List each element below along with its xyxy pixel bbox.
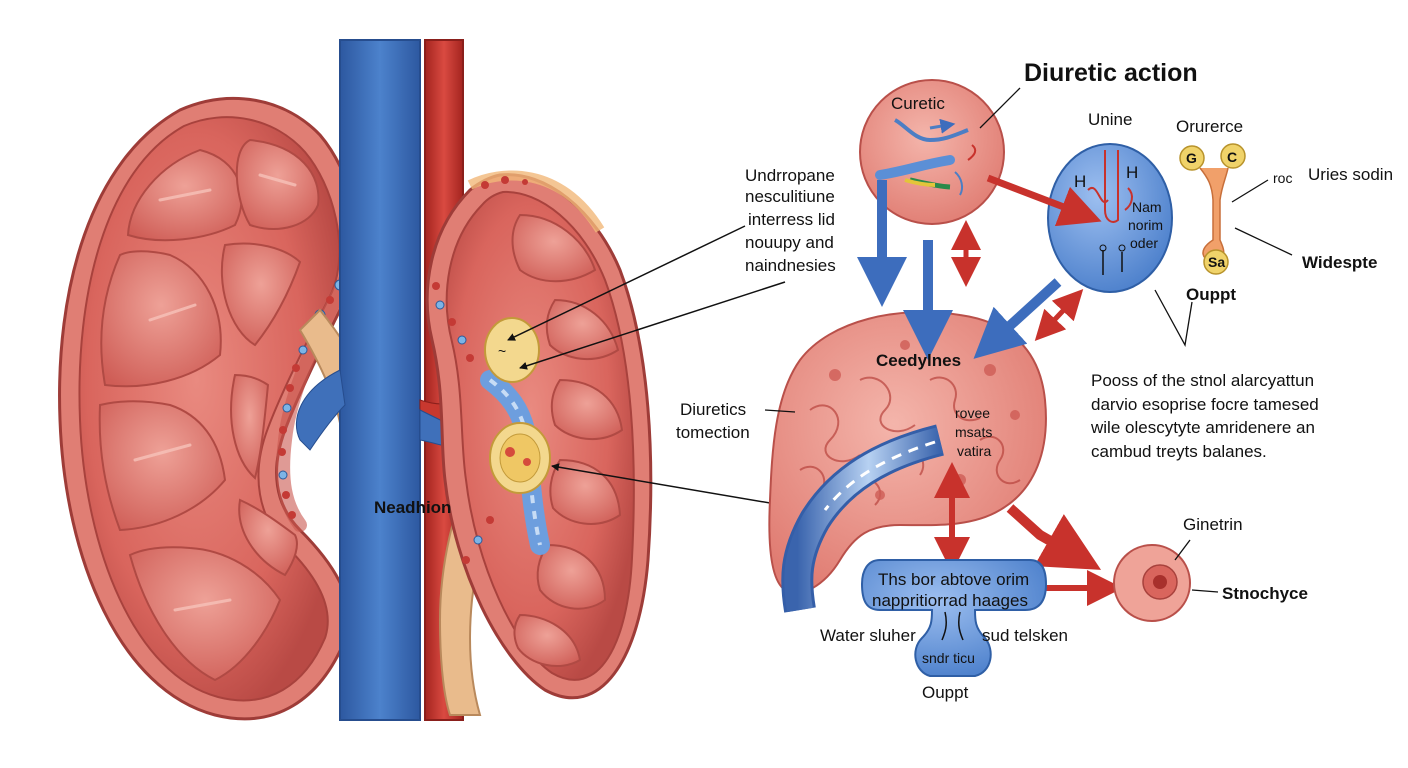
label-h-right: H: [1126, 163, 1138, 182]
label-rovee: rovee: [955, 405, 990, 421]
stnochyce-cell: [1113, 539, 1219, 622]
label-widespte: Widespte: [1302, 253, 1377, 272]
label-msats: msats: [955, 424, 992, 440]
left-note-line-5: naindnesies: [745, 256, 836, 275]
label-uries-sodin: Uries sodin: [1308, 165, 1393, 184]
label-diuretics: Diuretics: [680, 400, 746, 419]
left-note-line-4: nouupy and: [745, 233, 834, 252]
right-note-line-2: darvio esoprise focre tamesed: [1091, 395, 1319, 414]
label-c: C: [1227, 149, 1237, 165]
label-ouppt-top: Ouppt: [1186, 285, 1236, 304]
right-note: Pooss of the stnol alarcyattun darvio es…: [1090, 371, 1319, 461]
label-sud-telsken: sud telsken: [982, 626, 1068, 645]
label-unine: Unine: [1088, 110, 1132, 129]
curetic-circle: [859, 79, 1005, 225]
label-sndr-ticu: sndr ticu: [922, 650, 975, 666]
label-oder: oder: [1130, 235, 1158, 251]
label-neadhion: Neadhion: [374, 498, 451, 517]
label-roc: roc: [1273, 170, 1292, 186]
right-note-line-3: wile olescytyte amridenere an: [1090, 418, 1315, 437]
label-ouppt-bottom: Ouppt: [922, 683, 969, 702]
label-g: G: [1186, 150, 1197, 166]
label-stnochyce: Stnochyce: [1222, 584, 1308, 603]
label-orurerce: Orurerce: [1176, 117, 1243, 136]
label-curetic: Curetic: [891, 94, 945, 113]
label-nam: Nam: [1132, 199, 1162, 215]
left-note-line-1: Undrropane: [745, 166, 835, 185]
label-ginetrin: Ginetrin: [1183, 515, 1243, 534]
molecule-icon: [1179, 143, 1246, 275]
label-h-left: H: [1074, 172, 1086, 191]
label-vatira: vatira: [957, 443, 991, 459]
label-norim: norim: [1128, 217, 1163, 233]
label-water-sluher: Water sluher: [820, 626, 916, 645]
left-note-line-2: nesculitiune: [745, 187, 835, 206]
label-sa: Sa: [1208, 254, 1225, 270]
label-ceedylnes: Ceedylnes: [876, 351, 961, 370]
right-note-line-4: cambud treyts balanes.: [1091, 442, 1267, 461]
diagram-title: Diuretic action: [1024, 59, 1198, 87]
left-note-line-3: interress lid: [748, 210, 835, 229]
svg-text:~: ~: [498, 343, 506, 359]
right-note-line-1: Pooss of the stnol alarcyattun: [1091, 371, 1314, 390]
red-arrows: [934, 174, 1123, 606]
label-tomection: tomection: [676, 423, 750, 442]
right-kidney: ~: [425, 170, 653, 700]
left-kidney: [58, 97, 361, 721]
unine-cell: [1047, 143, 1173, 293]
box-text-2: nappritiorrad haages: [872, 591, 1028, 610]
left-note: Undrropane nesculitiune interress lid no…: [745, 166, 836, 275]
box-text-1: Ths bor abtove orim: [878, 570, 1029, 589]
output-box: [860, 559, 1048, 677]
